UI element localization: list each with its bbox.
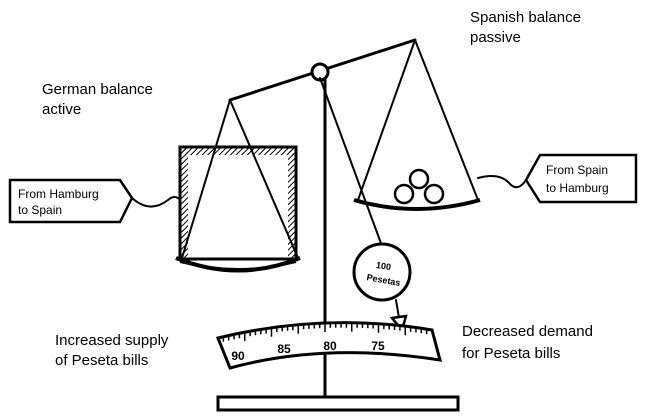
german-pan [175,99,301,273]
tag-from-hamburg-line2: to Spain [18,203,62,217]
spanish-balance-title: Spanish balance [470,9,581,26]
weight-100-pesetas [352,242,412,302]
tag-from-spain: From Spain to Hamburg [477,153,638,204]
tag-from-spain-line1: From Spain [546,163,608,177]
decreased-demand-line1: Decreased demand [462,323,593,340]
german-balance-state: active [42,101,81,118]
tag-from-spain-line2: to Hamburg [546,181,609,195]
scale-tick-label: 90 [231,349,245,363]
decreased-demand-line2: for Peseta bills [462,345,560,362]
increased-supply-line1: Increased supply [55,332,169,349]
base-plate [216,395,460,412]
coin-icon [393,183,415,205]
german-balance-title: German balance [42,81,153,98]
spanish-balance-state: passive [470,29,521,46]
tag-from-hamburg: From Hamburg to Spain [8,178,181,224]
pointer-arm [319,77,383,247]
weight-label-amount: 100 [375,260,392,272]
scale-tick-label: 80 [323,339,337,353]
coin-icon [408,168,430,190]
coin-icon [423,183,445,205]
scale-tick-label: 75 [371,339,385,353]
scale-tick-label: 85 [277,342,291,356]
spanish-pan [353,39,481,211]
demand-scale: 90 85 80 75 [215,321,443,370]
increased-supply-line2: of Peseta bills [55,352,148,369]
tag-from-hamburg-line1: From Hamburg [18,187,99,201]
